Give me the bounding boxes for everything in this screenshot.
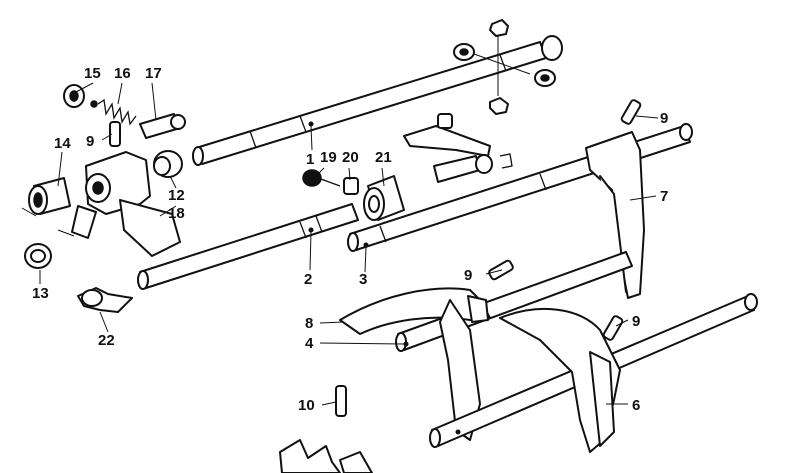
callout-2: 2 bbox=[304, 271, 312, 288]
part-cap-15 bbox=[63, 84, 85, 108]
callout-22: 22 bbox=[98, 332, 115, 349]
part-pin-10 bbox=[335, 385, 347, 417]
callout-6: 6 bbox=[632, 397, 640, 414]
assembly-line-shaft-head bbox=[473, 36, 531, 96]
callout-17: 17 bbox=[145, 65, 162, 82]
callout-8: 8 bbox=[305, 315, 313, 332]
part-washer-20 bbox=[343, 177, 359, 195]
callout-20: 20 bbox=[342, 149, 359, 166]
part-spring-16 bbox=[90, 98, 137, 126]
part-nut-top bbox=[489, 19, 509, 37]
part-plunger-17 bbox=[139, 113, 186, 139]
callout-labels: 15 16 17 9 14 12 18 1 19 20 21 9 7 13 2 … bbox=[32, 65, 668, 414]
part-selector-rod-2 bbox=[137, 203, 359, 290]
part-nut-right bbox=[534, 69, 556, 87]
assembly-line-sleeve bbox=[21, 207, 75, 237]
callout-9: 9 bbox=[632, 313, 640, 330]
part-bushing-12 bbox=[153, 150, 183, 178]
callout-13: 13 bbox=[32, 285, 49, 302]
callout-7: 7 bbox=[660, 188, 668, 205]
leader-lines bbox=[39, 82, 659, 406]
callout-9: 9 bbox=[464, 267, 472, 284]
part-ring-13 bbox=[24, 243, 52, 269]
part-shift-fork-6 bbox=[499, 307, 624, 453]
callout-9: 9 bbox=[86, 133, 94, 150]
part-nut-bottom bbox=[489, 97, 509, 115]
callout-21: 21 bbox=[375, 149, 392, 166]
callout-4: 4 bbox=[305, 335, 314, 352]
callout-15: 15 bbox=[84, 65, 101, 82]
part-bushing-21 bbox=[363, 175, 405, 221]
part-pin-9-upper bbox=[109, 121, 121, 147]
part-screw-19 bbox=[302, 169, 341, 187]
callout-19: 19 bbox=[320, 149, 337, 166]
part-selector-housing-18 bbox=[71, 151, 181, 257]
part-nut-left bbox=[453, 43, 475, 61]
callout-16: 16 bbox=[114, 65, 131, 82]
callout-18: 18 bbox=[168, 205, 185, 222]
callout-14: 14 bbox=[54, 135, 71, 152]
part-sleeve-14 bbox=[28, 177, 71, 215]
part-bottom-bracket bbox=[279, 439, 373, 473]
callout-1: 1 bbox=[306, 151, 314, 168]
callout-10: 10 bbox=[298, 397, 315, 414]
part-selector-shaft bbox=[192, 35, 563, 166]
callout-3: 3 bbox=[359, 271, 367, 288]
part-detent-22 bbox=[77, 287, 133, 313]
callout-9: 9 bbox=[660, 110, 668, 127]
part-lever-bracket bbox=[403, 113, 513, 183]
callout-12: 12 bbox=[168, 187, 185, 204]
